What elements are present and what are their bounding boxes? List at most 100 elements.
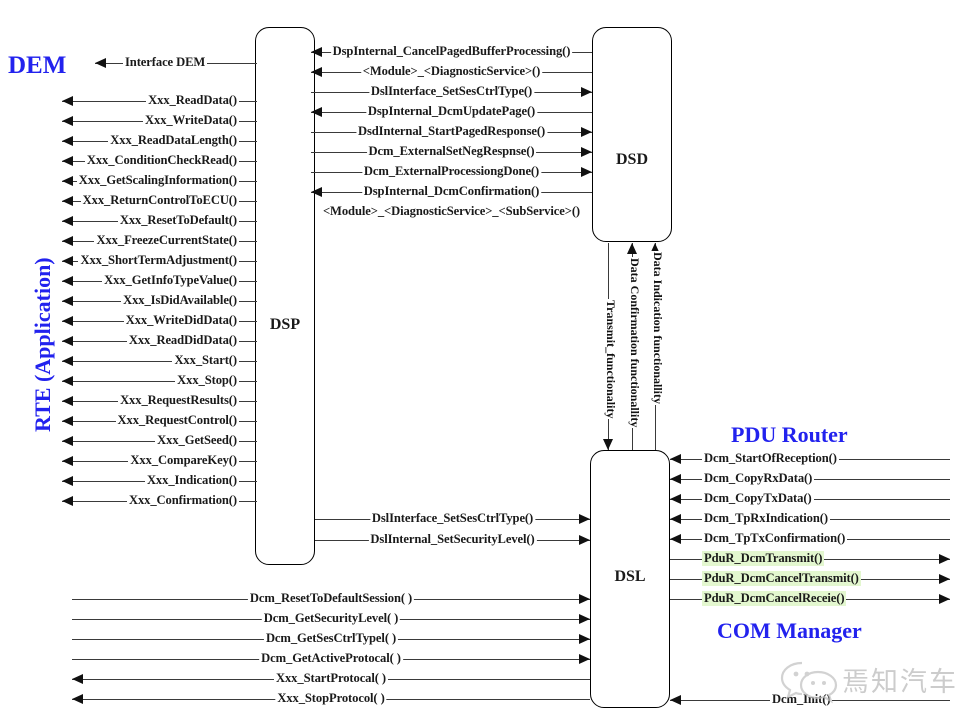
- arrowhead-left-icon: [62, 196, 73, 206]
- arrowhead-left-icon: [62, 276, 73, 286]
- connector-rte-dsl: Dcm_GetSesCtrlTypel( ): [72, 631, 590, 646]
- connector-label: DspInternal_CancelPagedBufferProcessing(…: [330, 44, 573, 59]
- arrowhead-left-icon: [62, 476, 73, 486]
- arrowhead-left-icon: [670, 514, 681, 524]
- arrowhead-right-icon: [579, 514, 590, 524]
- connector-label: Xxx_CompareKey(): [128, 453, 239, 468]
- connector-rte-dsp: Xxx_CompareKey(): [62, 453, 257, 468]
- arrowhead-left-icon: [95, 58, 106, 68]
- connector-rte-dsp: Xxx_ConditionCheckRead(): [62, 153, 257, 168]
- arrowhead-down-icon: [603, 439, 613, 450]
- connector-label: DspInternal_DcmConfirmation(): [361, 184, 542, 199]
- connector-rte-dsp: Xxx_WriteData(): [62, 113, 257, 128]
- connector-label: Dcm_GetActiveProtocal( ): [259, 651, 403, 666]
- arrowhead-left-icon: [62, 496, 73, 506]
- connector-label: Xxx_Start(): [172, 353, 239, 368]
- arrowhead-right-icon: [579, 535, 590, 545]
- module-box-dsp[interactable]: DSP: [255, 27, 315, 565]
- connector-dsl-pdur: PduR_DcmTransmit(): [670, 551, 950, 566]
- arrowhead-left-icon: [72, 694, 83, 704]
- connector-label: Xxx_ReturnControlToECU(): [80, 193, 239, 208]
- connector-label: <Module>_<DiagnosticService>_<SubService…: [320, 204, 583, 219]
- connector-rte-dsp: Xxx_ReturnControlToECU(): [62, 193, 257, 208]
- connector-label: Xxx_ReadDidData(): [126, 333, 239, 348]
- connector-rte-dsp: Xxx_Stop(): [62, 373, 257, 388]
- module-box-dsd[interactable]: DSD: [592, 27, 672, 242]
- connector-rte-dsp: Xxx_WriteDidData(): [62, 313, 257, 328]
- connector-label: Data Confirmation functionallity: [627, 257, 642, 429]
- arrowhead-right-icon: [579, 614, 590, 624]
- arrowhead-left-icon: [311, 67, 322, 77]
- connector-label: Xxx_ConditionCheckRead(): [84, 153, 239, 168]
- arrowhead-left-icon: [670, 695, 681, 705]
- arrowhead-left-icon: [62, 216, 73, 226]
- arrowhead-left-icon: [670, 474, 681, 484]
- module-box-dsl[interactable]: DSL: [590, 450, 670, 708]
- connector-dsl-pdur: Dcm_TpTxConfirmation(): [670, 531, 950, 546]
- connector-label: Xxx_ShortTermAdjustment(): [78, 253, 239, 268]
- connector-label: PduR_DcmTransmit(): [702, 551, 825, 566]
- connector-label: Transmit_functionality: [603, 299, 618, 420]
- arrowhead-right-icon: [939, 574, 950, 584]
- connector-dsl-comm: Dcm_Init(): [670, 692, 950, 707]
- connector-rte-dsp: Xxx_GetScalingInformation(): [62, 173, 257, 188]
- actor-com-manager-label: COM Manager: [717, 618, 862, 643]
- connector-label: Xxx_FreezeCurrentState(): [94, 233, 239, 248]
- arrowhead-left-icon: [311, 187, 322, 197]
- actor-dem-label: DEM: [8, 52, 67, 79]
- connector-label: Xxx_WriteData(): [143, 113, 239, 128]
- connector-dsp-dsd: DspInternal_DcmConfirmation(): [311, 184, 592, 199]
- connector-label: Data Indication functionallity: [650, 251, 665, 406]
- connector-label: Xxx_RequestControl(): [115, 413, 239, 428]
- connector-rte-dsp: Xxx_Start(): [62, 353, 257, 368]
- connector-rte-dsp: Xxx_FreezeCurrentState(): [62, 233, 257, 248]
- arrowhead-left-icon: [62, 436, 73, 446]
- module-label-dsd: DSD: [615, 151, 648, 168]
- connector-label: Dcm_TpTxConfirmation(): [702, 531, 848, 546]
- connector-rte-dsl: Xxx_StartProtocal( ): [72, 671, 590, 686]
- connector-label: Dcm_TpRxIndication(): [702, 511, 830, 526]
- connector-label: Xxx_StartProtocal( ): [273, 671, 389, 686]
- connector-rte-dsp: Xxx_Confirmation(): [62, 493, 257, 508]
- connector-dsl-pdur: Dcm_StartOfReception(): [670, 451, 950, 466]
- connector-dsp-dsl: DslInterface_SetSesCtrlType(): [315, 511, 590, 526]
- actor-rte-label: RTE (Application): [30, 257, 55, 432]
- actor-pdu-router-label: PDU Router: [731, 422, 848, 447]
- arrowhead-right-icon: [581, 147, 592, 157]
- connector-dsl-pdur: Dcm_CopyTxData(): [670, 491, 950, 506]
- connector-rte-dsp: Xxx_GetSeed(): [62, 433, 257, 448]
- connector-label: PduR_DcmCancelTransmit(): [702, 571, 861, 586]
- connector-label: Xxx_GetScalingInformation(): [76, 173, 239, 188]
- arrowhead-left-icon: [62, 356, 73, 366]
- connector-label: Xxx_ResetToDefault(): [117, 213, 239, 228]
- module-label-dsl: DSL: [614, 568, 646, 585]
- arrowhead-right-icon: [939, 554, 950, 564]
- connector-label: DslInternal_SetSecurityLevel(): [368, 532, 537, 547]
- connector-line: [62, 361, 257, 362]
- arrowhead-left-icon: [62, 456, 73, 466]
- connector-dsp-dsd: DsdInternal_StartPagedResponse(): [311, 124, 592, 139]
- arrowhead-right-icon: [581, 167, 592, 177]
- arrowhead-right-icon: [579, 634, 590, 644]
- arrowhead-right-icon: [581, 87, 592, 97]
- arrowhead-left-icon: [670, 534, 681, 544]
- arrowhead-right-icon: [581, 127, 592, 137]
- arrowhead-left-icon: [62, 256, 73, 266]
- connector-label: Xxx_GetSeed(): [155, 433, 239, 448]
- connector-label: DsdInternal_StartPagedResponse(): [355, 124, 548, 139]
- arrowhead-left-icon: [62, 96, 73, 106]
- arrowhead-left-icon: [311, 47, 322, 57]
- arrowhead-left-icon: [62, 296, 73, 306]
- connector-dsd-dsl-confirmation: Data Confirmation functionallity: [627, 243, 642, 450]
- arrowhead-left-icon: [62, 416, 73, 426]
- connector-rte-dsp: Interface DEM: [95, 55, 257, 70]
- connector-rte-dsp: Xxx_ReadData(): [62, 93, 257, 108]
- arrowhead-left-icon: [62, 136, 73, 146]
- arrowhead-left-icon: [670, 454, 681, 464]
- arrowhead-right-icon: [939, 594, 950, 604]
- connector-rte-dsp: Xxx_RequestResults(): [62, 393, 257, 408]
- connector-label: DspInternal_DcmUpdatePage(): [365, 104, 538, 119]
- connector-label: Dcm_ResetToDefaultSession( ): [247, 591, 415, 606]
- connector-rte-dsp: Xxx_ResetToDefault(): [62, 213, 257, 228]
